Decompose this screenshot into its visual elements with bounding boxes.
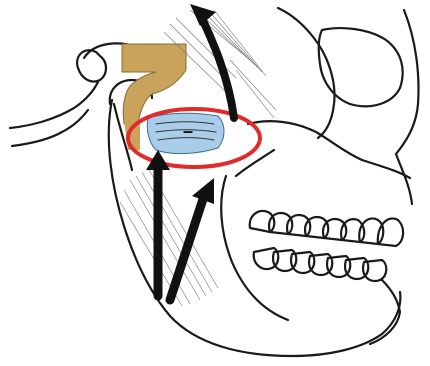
zygomatic-arch: [248, 121, 410, 178]
upper-teeth: [250, 211, 403, 246]
articular-eminence: [122, 44, 186, 124]
nasal-outline: [396, 10, 418, 154]
skull-outline: [278, 8, 335, 138]
disc-marker-label: –: [183, 121, 193, 141]
orbit-outline: [319, 28, 403, 106]
lower-teeth: [254, 248, 387, 281]
coronoid: [236, 150, 274, 176]
ramus-front: [221, 176, 288, 320]
arrow-up-curved-head: [190, 4, 216, 26]
chin-outline: [370, 280, 400, 344]
skull-base: [12, 110, 88, 146]
styloid-left: [10, 82, 98, 128]
mastoid-outline: [77, 50, 106, 81]
